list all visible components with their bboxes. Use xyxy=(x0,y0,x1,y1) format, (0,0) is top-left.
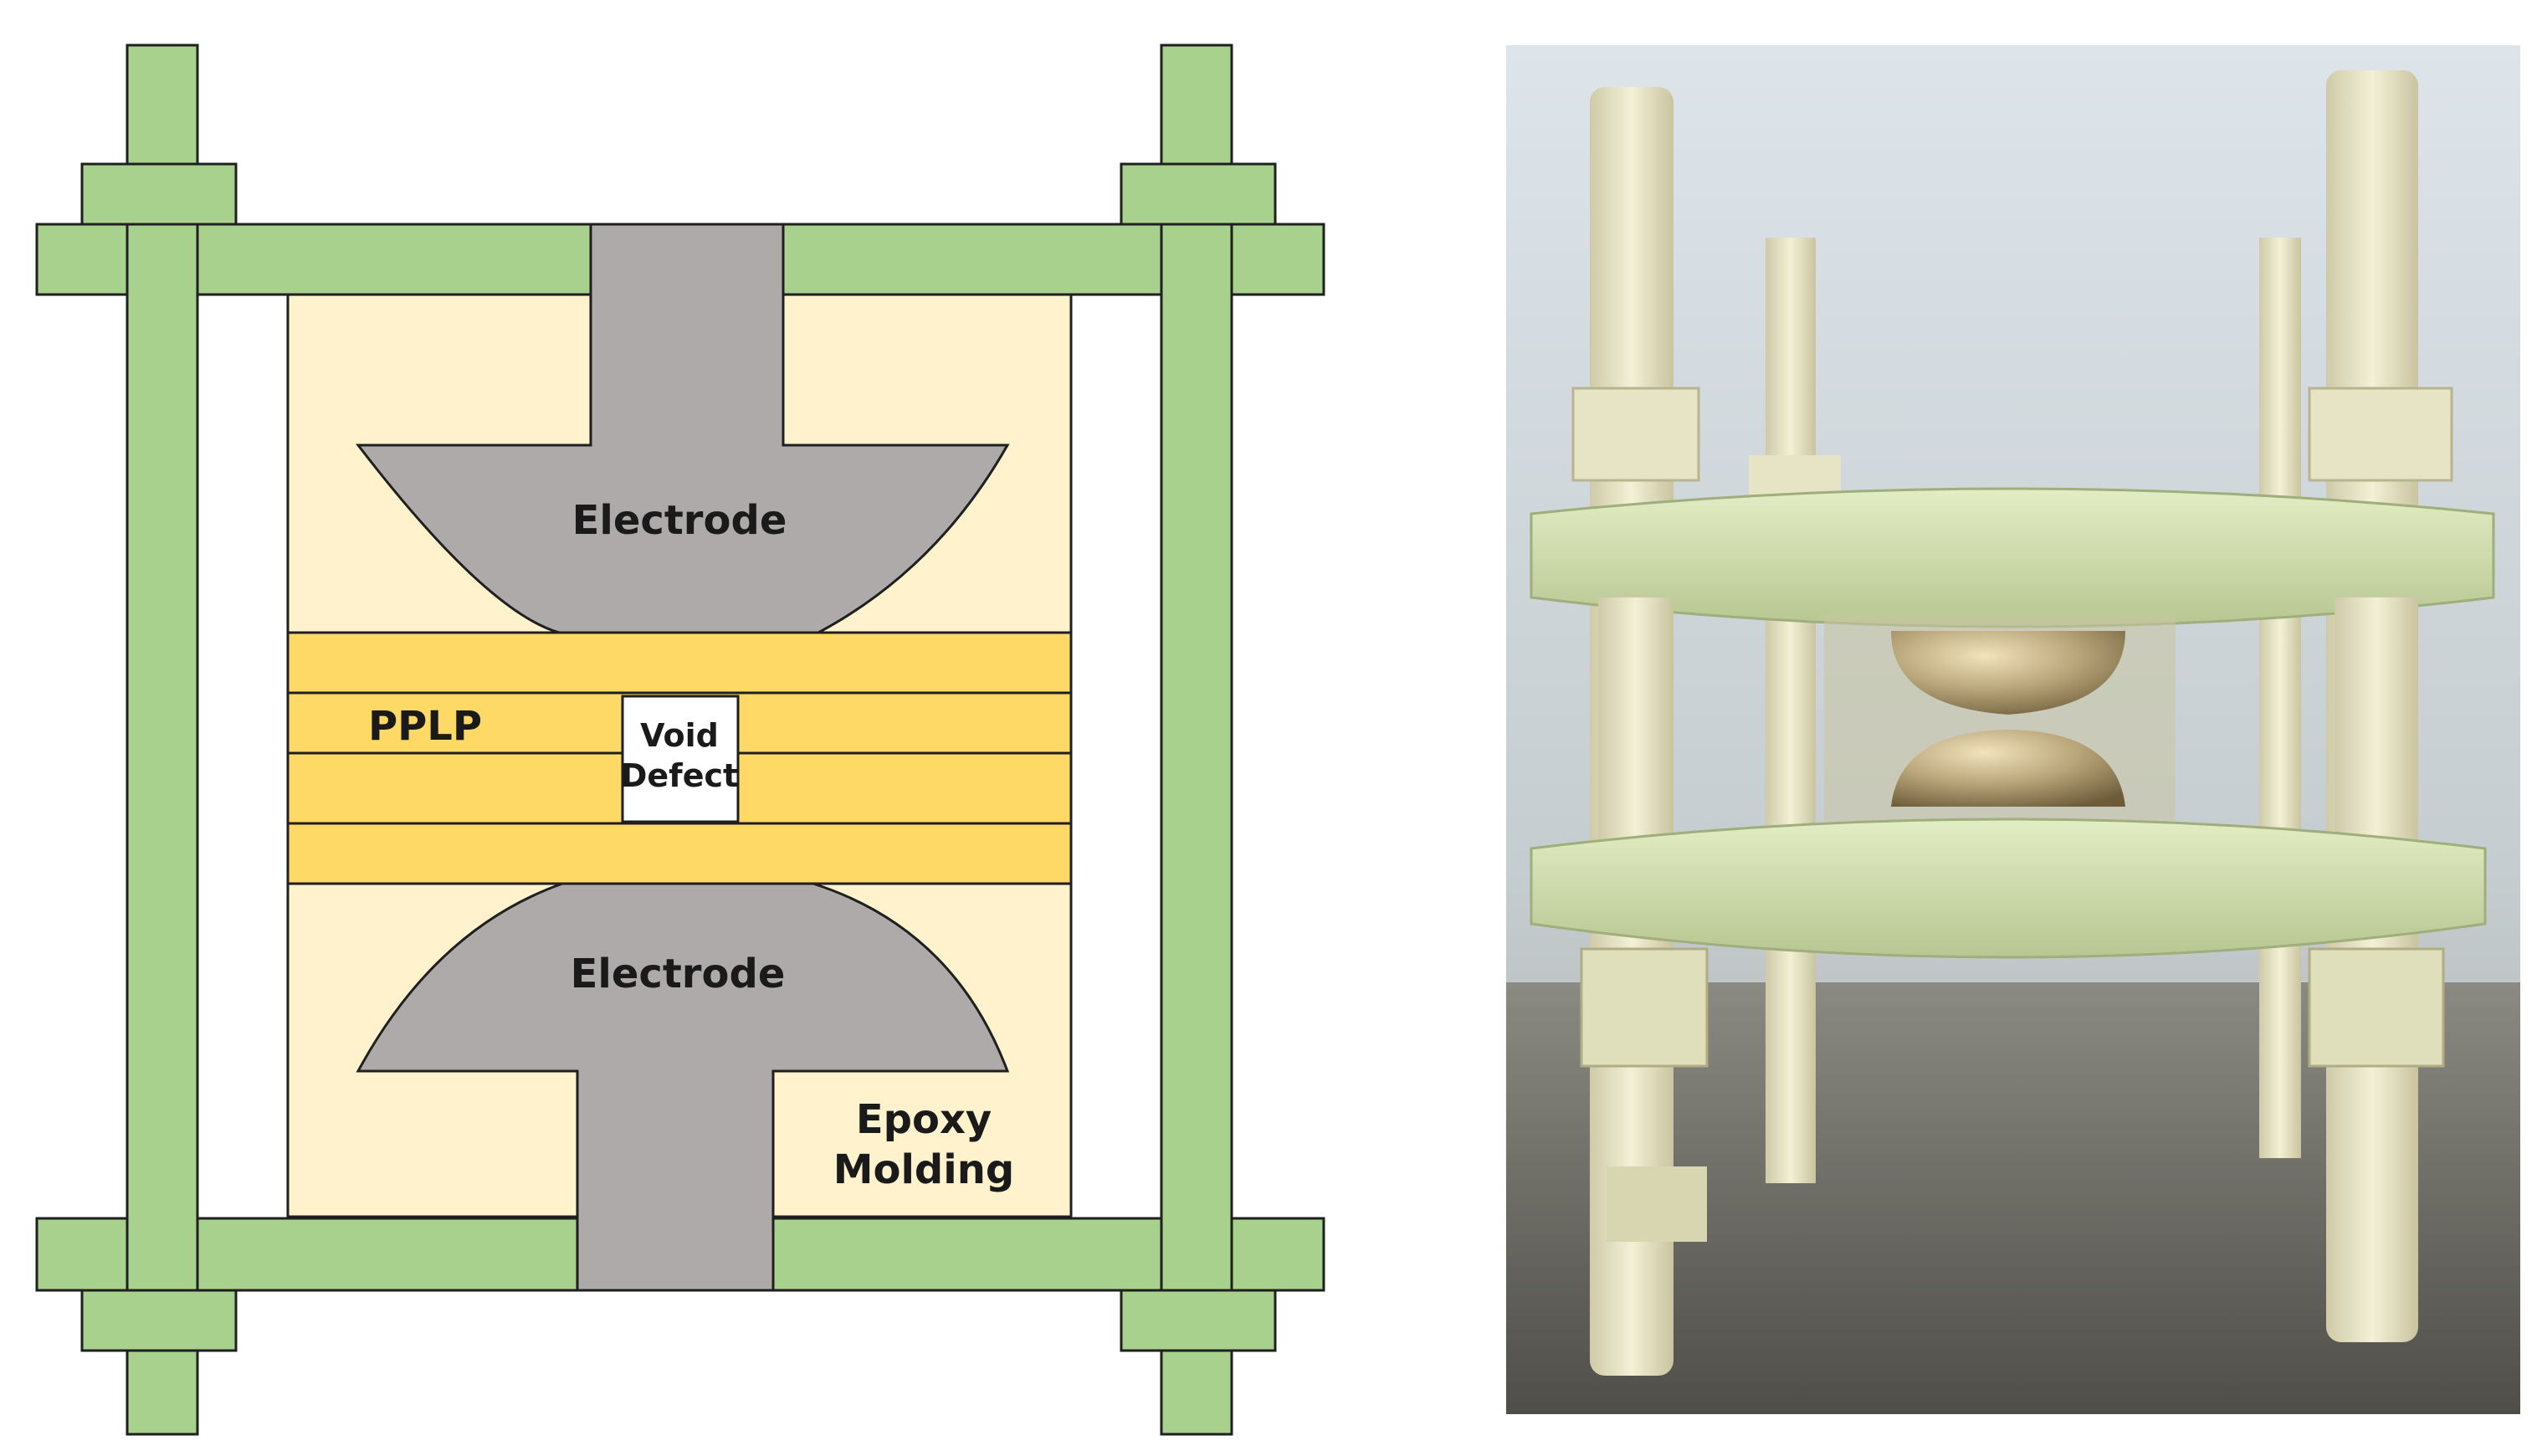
test-cell-photo xyxy=(1506,45,2520,1414)
void-defect xyxy=(621,695,740,823)
label-molding: Molding xyxy=(833,1146,1015,1193)
pplp-layer-1 xyxy=(286,631,1073,695)
bolt-mid-right xyxy=(2335,597,2418,865)
label-defect: Defect xyxy=(621,757,738,794)
electrode-top xyxy=(355,223,1010,634)
pplp-layer-4 xyxy=(286,822,1073,885)
nut-top-left xyxy=(80,162,238,226)
bottom-plate-left xyxy=(35,1217,579,1292)
rod-left xyxy=(126,44,199,1436)
label-epoxy: Epoxy xyxy=(856,1096,992,1143)
top-plate-left xyxy=(35,223,592,296)
electrode-lower-photo xyxy=(1891,730,2125,807)
label-electrode-bottom: Electrode xyxy=(571,951,786,997)
support-frame xyxy=(35,44,1325,1436)
bottom-plate-photo xyxy=(1530,818,2487,959)
rear-rod-right xyxy=(2259,238,2301,1158)
nut-photo-bottom-right xyxy=(2308,947,2445,1068)
nut-photo-rear xyxy=(1749,455,1841,497)
rod-right xyxy=(1160,44,1233,1436)
label-void: Void xyxy=(640,717,719,754)
nut-photo-top-left xyxy=(1571,387,1700,482)
top-plate-right xyxy=(782,223,1325,296)
rear-rod-left xyxy=(1766,238,1816,1183)
nut-bottom-left xyxy=(80,1289,238,1352)
bottom-plate-right xyxy=(771,1217,1325,1292)
electrode-upper-photo xyxy=(1891,631,2125,715)
test-cell-schematic: Electrode Electrode PPLP Void Defect Epo… xyxy=(35,44,1325,1436)
nut-photo-lower-left xyxy=(1607,1166,1707,1242)
nut-photo-top-right xyxy=(2308,387,2453,482)
top-plate-photo xyxy=(1530,487,2495,628)
nut-top-right xyxy=(1120,162,1277,226)
label-pplp: PPLP xyxy=(368,703,482,750)
bolt-mid-left xyxy=(1598,597,1673,865)
label-electrode-top: Electrode xyxy=(572,497,787,544)
electrode-bottom xyxy=(356,882,1010,1292)
nut-photo-bottom-left xyxy=(1580,947,1709,1068)
nut-bottom-right xyxy=(1120,1289,1277,1352)
